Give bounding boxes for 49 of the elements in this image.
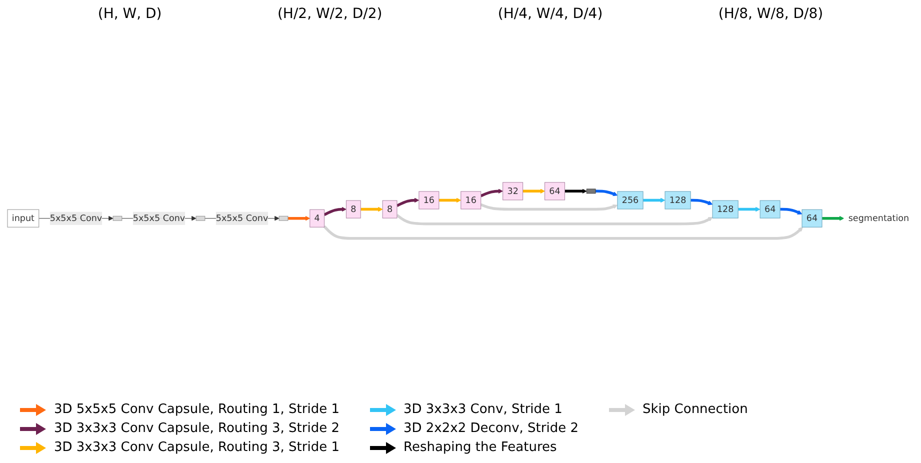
- arrow: [323, 224, 804, 240]
- node-box: 16: [460, 190, 482, 209]
- arrow: [360, 206, 383, 212]
- edge-label: 5x5x5 Conv: [50, 212, 102, 223]
- edge-label: 5x5x5 Conv: [216, 212, 268, 223]
- node-box: 8: [382, 200, 398, 218]
- dimension-label: (H/2, W/2, D/2): [277, 6, 382, 22]
- node-box: [196, 215, 206, 220]
- arrow: [288, 216, 310, 220]
- legend-label: 3D 2x2x2 Deconv, Stride 2: [404, 421, 579, 436]
- dimension-label: (H/8, W/8, D/8): [718, 6, 824, 22]
- arrow: [822, 216, 844, 220]
- node-box: [112, 215, 122, 220]
- arrow: [738, 206, 760, 212]
- arrow: [690, 198, 713, 205]
- arrow: [780, 208, 802, 214]
- arrow: [564, 188, 587, 194]
- arrow: [480, 188, 504, 197]
- node-box: 32: [502, 182, 524, 200]
- node-box: 16: [418, 190, 440, 209]
- legend-label: 3D 3x3x3 Conv Capsule, Routing 3, Stride 1: [54, 440, 340, 455]
- edge-label: 5x5x5 Conv: [132, 212, 186, 223]
- node-box: input: [7, 208, 40, 228]
- legend-label: 3D 3x3x3 Conv, Stride 1: [404, 402, 562, 417]
- node-box: 256: [617, 190, 644, 209]
- dimension-label: (H, W, D): [98, 6, 162, 22]
- arrow: [396, 214, 713, 225]
- arrow: [480, 202, 618, 210]
- node-text: segmentation: [848, 212, 910, 223]
- arrow: [596, 189, 618, 196]
- node-box: [278, 215, 288, 220]
- legend-label: Skip Connection: [642, 402, 748, 417]
- node-box: 4: [310, 208, 325, 228]
- arrow: [396, 197, 420, 207]
- node-box: 128: [712, 200, 738, 218]
- node-box: 8: [346, 200, 361, 218]
- legend-label: Reshaping the Features: [404, 440, 557, 455]
- arrow: [522, 188, 545, 194]
- dimension-label: (H/4, W/4, D/4): [498, 6, 603, 22]
- node-box: 128: [664, 190, 691, 209]
- arrow: [438, 197, 462, 202]
- legend-label: 3D 5x5x5 Conv Capsule, Routing 1, Stride 1: [54, 402, 340, 417]
- legend-label: 3D 3x3x3 Conv Capsule, Routing 3, Stride 2: [54, 421, 340, 436]
- arrow: [324, 206, 346, 216]
- node-box: 64: [802, 208, 822, 228]
- arrow: [643, 197, 666, 202]
- node-box: [586, 188, 596, 194]
- node-box: 64: [760, 200, 780, 218]
- node-box: 64: [544, 182, 566, 200]
